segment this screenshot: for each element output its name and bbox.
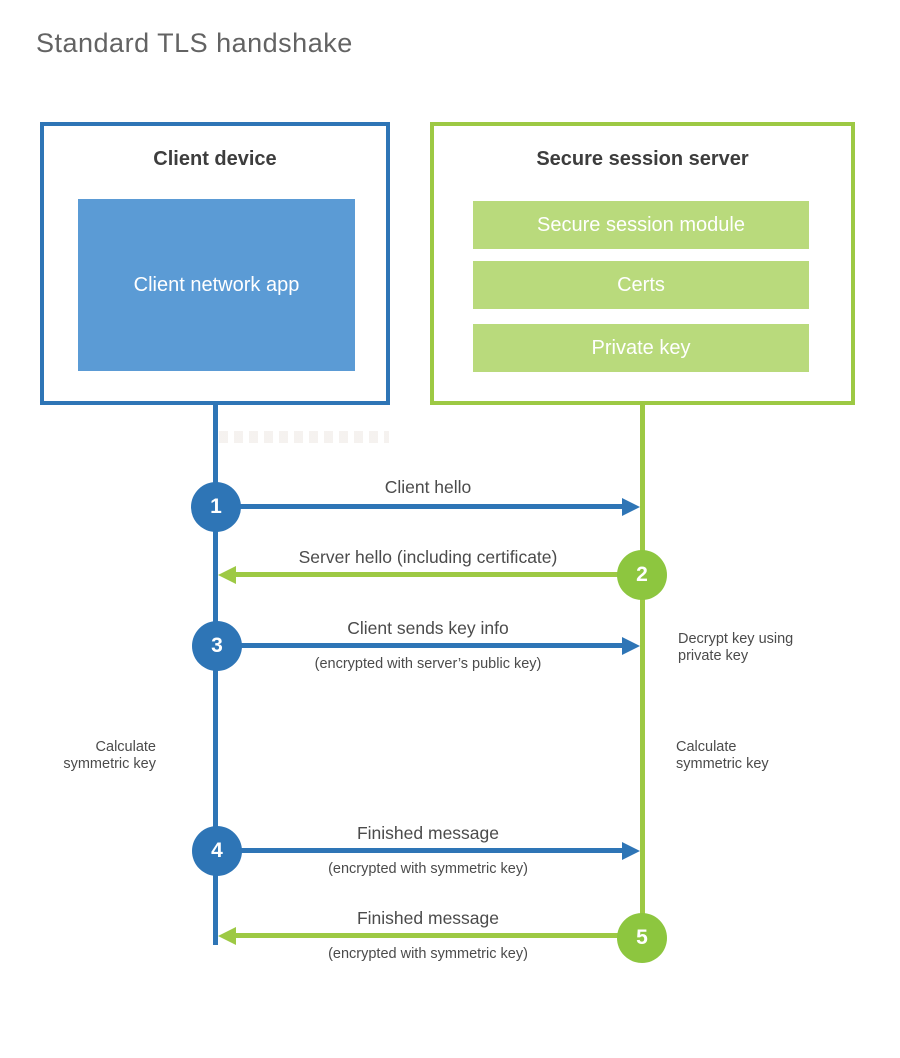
arrow-line-step5 bbox=[236, 933, 618, 938]
client-network-app-block: Client network app bbox=[78, 199, 355, 371]
client-box-title: Client device bbox=[153, 148, 277, 170]
arrowhead-right-icon bbox=[622, 498, 640, 516]
step4-sublabel: (encrypted with symmetric key) bbox=[328, 861, 528, 877]
step-badge-2: 2 bbox=[617, 550, 667, 600]
arrowhead-right-icon bbox=[622, 637, 640, 655]
secure-session-server-box: Secure session server Secure session mod… bbox=[430, 122, 855, 405]
server-box-title: Secure session server bbox=[536, 148, 749, 170]
step4-label: Finished message bbox=[356, 823, 500, 843]
server-module-certs: Certs bbox=[473, 261, 809, 309]
step-badge-3: 3 bbox=[192, 621, 242, 671]
decrypt-key-note: Decrypt key using private key bbox=[678, 631, 794, 664]
step-badge-4: 4 bbox=[192, 826, 242, 876]
server-calculate-note: Calculate symmetric key bbox=[676, 739, 769, 772]
step3-sublabel: (encrypted with server’s public key) bbox=[314, 656, 542, 672]
arrowhead-right-icon bbox=[622, 842, 640, 860]
step-badge-1: 1 bbox=[191, 482, 241, 532]
step-badge-5: 5 bbox=[617, 913, 667, 963]
client-app-label: Client network app bbox=[133, 273, 300, 296]
client-device-box: Client device Client network app bbox=[40, 122, 390, 405]
client-lifeline bbox=[213, 404, 218, 945]
server-lifeline bbox=[640, 404, 645, 938]
step3-label: Client sends key info bbox=[347, 618, 509, 638]
step1-label: Client hello bbox=[384, 477, 472, 497]
arrow-line-step2 bbox=[236, 572, 618, 577]
arrow-line-step3 bbox=[240, 643, 622, 648]
step5-sublabel: (encrypted with symmetric key) bbox=[328, 946, 528, 962]
client-calculate-note: Calculate symmetric key bbox=[63, 739, 156, 772]
server-module-secure-session: Secure session module bbox=[473, 201, 809, 249]
arrowhead-left-icon bbox=[218, 566, 236, 584]
arrow-line-step4 bbox=[240, 848, 622, 853]
faint-dashed-line bbox=[219, 431, 389, 443]
step5-label: Finished message bbox=[356, 908, 500, 928]
page-title: Standard TLS handshake bbox=[36, 28, 353, 58]
step2-label: Server hello (including certificate) bbox=[298, 547, 558, 567]
arrow-line-step1 bbox=[238, 504, 622, 509]
server-module-private-key: Private key bbox=[473, 324, 809, 372]
arrowhead-left-icon bbox=[218, 927, 236, 945]
